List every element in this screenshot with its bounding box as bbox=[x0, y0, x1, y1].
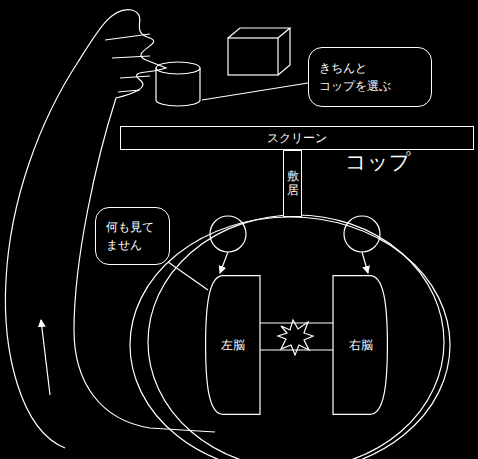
brain-link bbox=[260, 323, 333, 350]
hand-inner bbox=[105, 34, 150, 92]
leader-line bbox=[202, 83, 308, 100]
threshold-bar: 敷居 bbox=[283, 150, 302, 217]
node-label: 右脳 bbox=[349, 336, 373, 354]
eye bbox=[344, 216, 380, 252]
node-label: 敷居 bbox=[287, 170, 299, 196]
title-label: コップ bbox=[345, 148, 411, 176]
cube bbox=[228, 28, 290, 75]
cylinder bbox=[156, 62, 200, 106]
node-label: 左脳 bbox=[221, 336, 245, 354]
eye-arrow bbox=[362, 252, 368, 273]
right-brain: 右脳 bbox=[333, 275, 388, 415]
eye-arrow bbox=[220, 252, 228, 273]
callout-box: きちんと コップを選ぶ bbox=[308, 47, 432, 107]
callout-box: 何も見て ません bbox=[95, 207, 170, 265]
callout-text: きちんと コップを選ぶ bbox=[319, 59, 421, 95]
eye bbox=[210, 216, 246, 252]
up-arrow bbox=[41, 320, 50, 395]
hand-outline bbox=[5, 10, 215, 448]
screen-bar: スクリーン bbox=[120, 126, 474, 150]
callout-text: 何も見て ません bbox=[106, 218, 159, 254]
left-brain: 左脳 bbox=[205, 275, 260, 415]
node-label: スクリーン bbox=[267, 129, 327, 147]
head-outline bbox=[148, 215, 444, 459]
leader-line bbox=[168, 262, 208, 290]
